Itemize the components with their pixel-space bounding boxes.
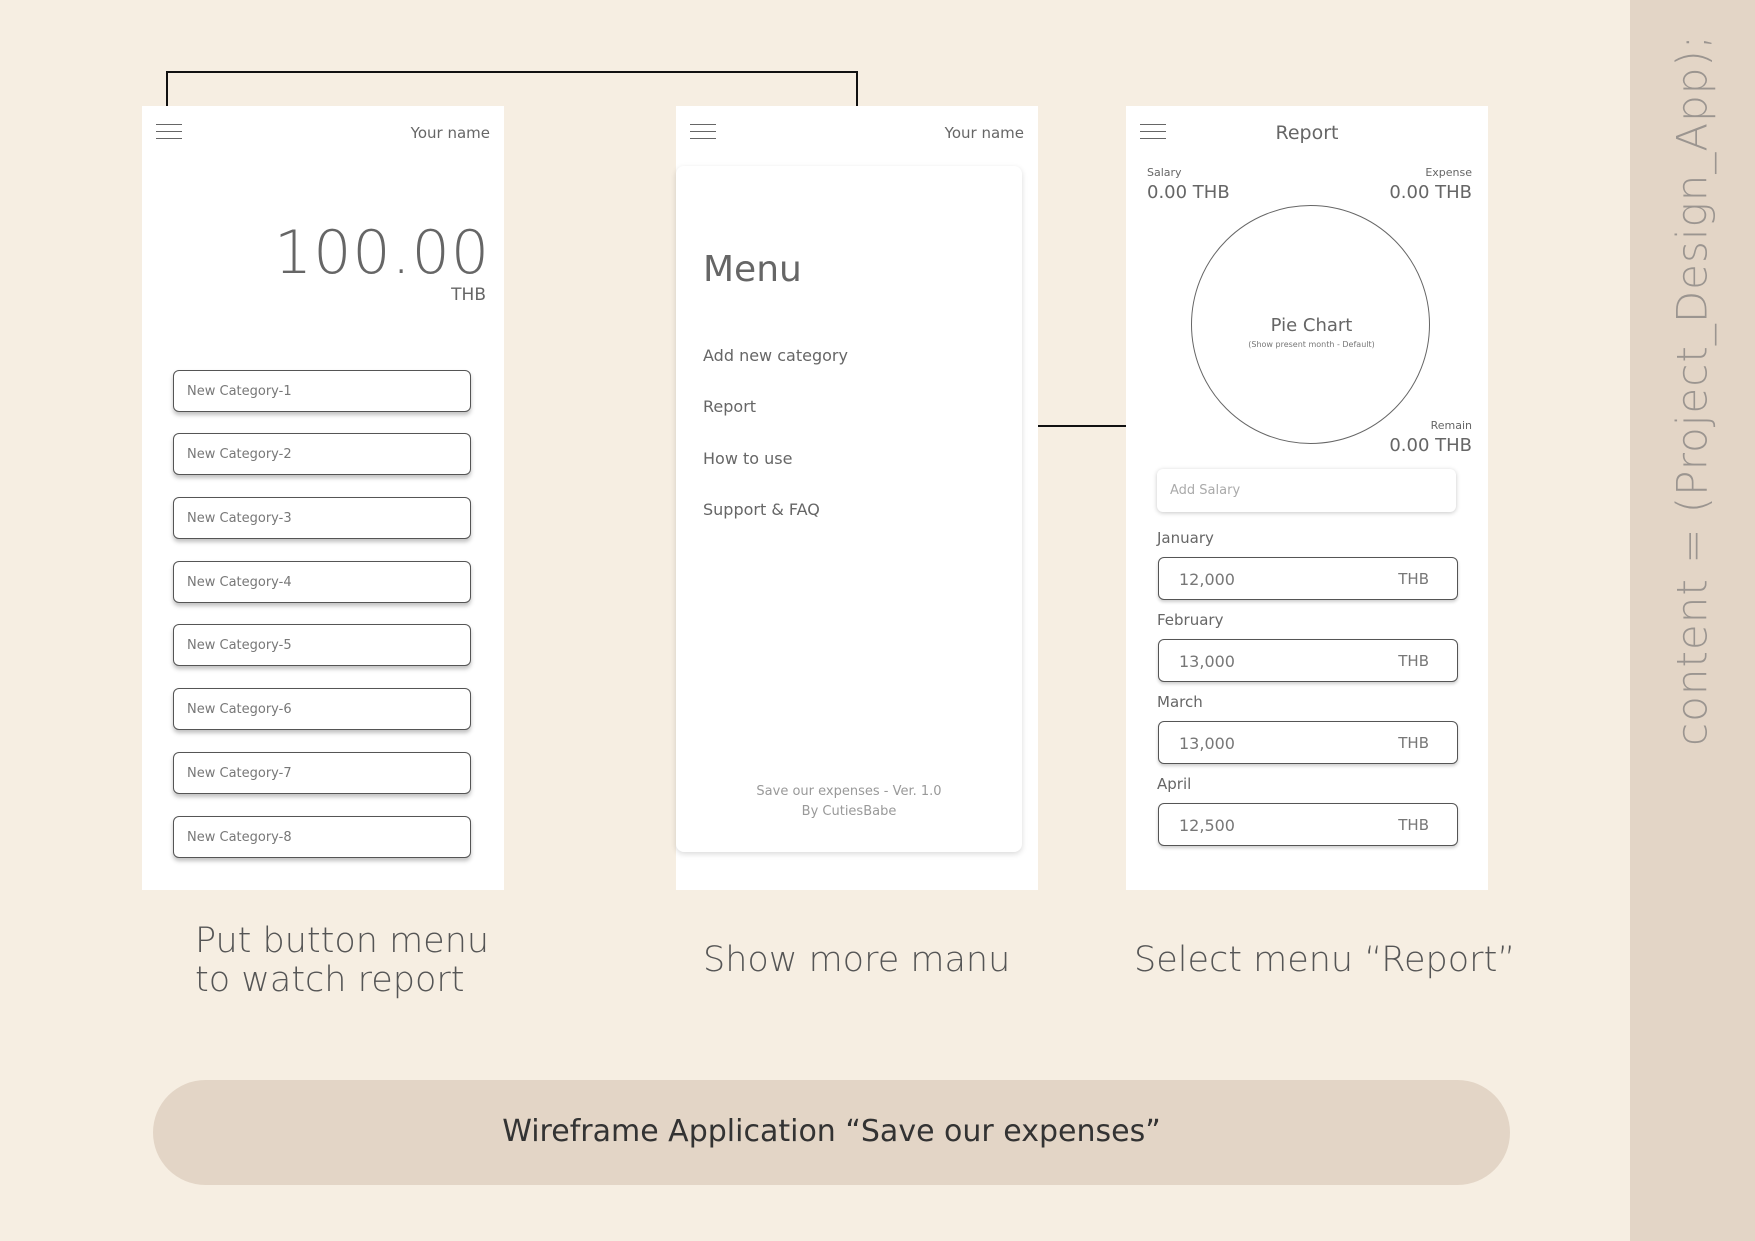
hamburger-menu-icon[interactable] — [156, 124, 182, 144]
pie-chart-placeholder: Pie Chart (Show present month - Default) — [1191, 205, 1430, 444]
month-label-january: January — [1157, 529, 1214, 547]
salary-value: 0.00 THB — [1147, 182, 1230, 203]
menu-footer-author: By CutiesBabe — [801, 804, 897, 819]
category-button-8[interactable]: New Category-8 — [173, 816, 471, 858]
caption-step-1-line-2: to watch report — [195, 960, 465, 1000]
caption-step-1: Put button menu to watch report — [195, 922, 489, 1000]
remain-value: 0.00 THB — [1389, 435, 1472, 456]
month-input-january[interactable]: 12,000 THB — [1158, 557, 1458, 600]
report-title: Report — [1275, 122, 1339, 144]
month-value: 12,000 — [1179, 570, 1235, 589]
username-label: Your name — [944, 124, 1024, 142]
month-currency: THB — [1398, 734, 1429, 752]
category-button-3[interactable]: New Category-3 — [173, 497, 471, 539]
salary-label: Salary — [1147, 166, 1182, 179]
month-value: 13,000 — [1179, 652, 1235, 671]
hamburger-menu-icon[interactable] — [690, 124, 716, 144]
balance-currency: THB — [451, 285, 486, 305]
caption-step-2: Show more manu — [703, 940, 1011, 980]
menu-drawer: Menu Add new category Report How to use … — [676, 166, 1022, 852]
category-button-1[interactable]: New Category-1 — [173, 370, 471, 412]
month-input-april[interactable]: 12,500 THB — [1158, 803, 1458, 846]
title-banner: Wireframe Application “Save our expenses… — [153, 1080, 1510, 1185]
month-currency: THB — [1398, 816, 1429, 834]
pie-chart-title: Pie Chart — [1270, 315, 1353, 336]
expense-label: Expense — [1425, 166, 1472, 179]
menu-item-how-to-use[interactable]: How to use — [703, 449, 793, 468]
menu-title: Menu — [703, 249, 802, 290]
category-button-4[interactable]: New Category-4 — [173, 561, 471, 603]
month-label-march: March — [1157, 693, 1203, 711]
add-salary-input[interactable] — [1157, 469, 1456, 512]
menu-item-support-faq[interactable]: Support & FAQ — [703, 500, 820, 519]
username-label: Your name — [410, 124, 490, 142]
menu-footer-version: Save our expenses - Ver. 1.0 — [756, 784, 942, 799]
caption-step-1-line-1: Put button menu — [195, 921, 490, 961]
banner-title: Wireframe Application “Save our expenses… — [502, 1114, 1161, 1149]
caption-step-3: Select menu “Report” — [1134, 940, 1516, 980]
phone-menu-screen: Your name Menu Add new category Report H… — [676, 106, 1038, 890]
month-currency: THB — [1398, 652, 1429, 670]
month-label-april: April — [1157, 775, 1192, 793]
month-value: 13,000 — [1179, 734, 1235, 753]
menu-item-report[interactable]: Report — [703, 397, 757, 416]
category-button-6[interactable]: New Category-6 — [173, 688, 471, 730]
month-value: 12,500 — [1179, 816, 1235, 835]
category-button-7[interactable]: New Category-7 — [173, 752, 471, 794]
month-input-march[interactable]: 13,000 THB — [1158, 721, 1458, 764]
month-input-february[interactable]: 13,000 THB — [1158, 639, 1458, 682]
month-label-february: February — [1157, 611, 1224, 629]
hamburger-menu-icon[interactable] — [1140, 124, 1166, 144]
pie-chart-subtitle: (Show present month - Default) — [1248, 340, 1375, 349]
expense-value: 0.00 THB — [1389, 182, 1472, 203]
side-band — [1630, 0, 1755, 1241]
phone-home-screen: Your name 100.00 THB New Category-1 New … — [142, 106, 504, 890]
remain-label: Remain — [1430, 419, 1472, 432]
category-button-2[interactable]: New Category-2 — [173, 433, 471, 475]
menu-item-add-category[interactable]: Add new category — [703, 346, 848, 365]
month-currency: THB — [1398, 570, 1429, 588]
balance-amount: 100.00 — [274, 218, 490, 288]
category-button-5[interactable]: New Category-5 — [173, 624, 471, 666]
phone-report-screen: Report Salary 0.00 THB Expense 0.00 THB … — [1126, 106, 1488, 890]
